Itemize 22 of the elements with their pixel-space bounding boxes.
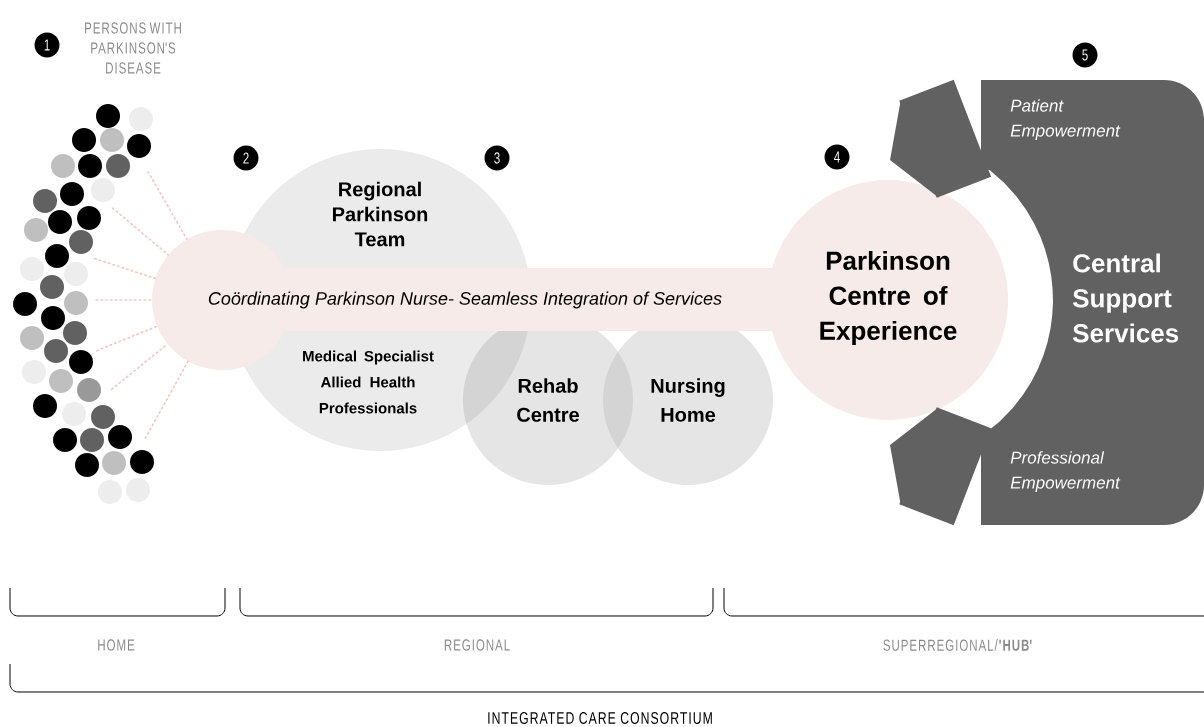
dotted-line <box>110 343 169 391</box>
zone-label: REGIONAL <box>444 639 510 651</box>
dots-drawing <box>13 104 154 504</box>
support-panel: Patient Empowerment Central Support Services Professional Empowerment <box>981 80 1204 525</box>
zone-label: HOME <box>98 639 135 651</box>
callout-number: 4 <box>824 144 850 170</box>
arrow <box>890 407 992 526</box>
group-label: PERSONS WITH PARKINSON'S DISEASE <box>85 22 181 74</box>
node-label: Nursing Home <box>651 378 725 422</box>
consortium-label: INTEGRATED CARE CONSORTIUM <box>488 711 712 724</box>
dotted-line <box>95 299 153 301</box>
arrow <box>890 79 992 198</box>
callout-number: 5 <box>1072 42 1098 68</box>
dotted-line <box>147 171 188 240</box>
dotted-line <box>93 257 157 280</box>
callout-number: 3 <box>484 145 510 171</box>
dotted-line <box>96 325 158 352</box>
callout-number: 1 <box>34 32 60 58</box>
dotted-line <box>144 360 189 439</box>
callout-number: 2 <box>233 145 259 171</box>
dotted-line <box>111 207 170 256</box>
zone-label: SUPERREGIONAL/'HUB' <box>883 639 1032 651</box>
